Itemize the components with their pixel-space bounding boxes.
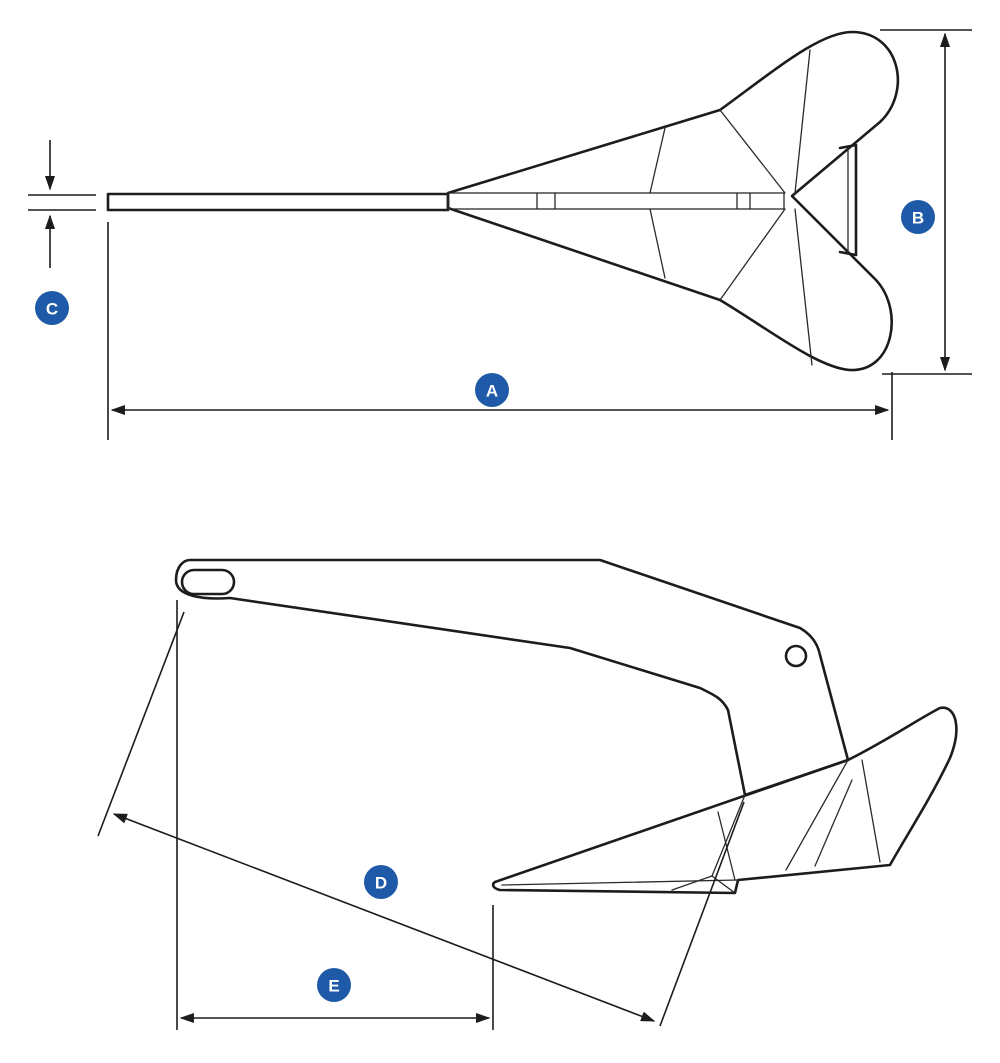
badge-a-label: A (486, 382, 498, 401)
dimension-a (107, 222, 893, 440)
dimension-e (176, 600, 494, 1030)
badge-d-label: D (375, 874, 387, 893)
anchor-shank-top (106, 192, 450, 212)
badge-e-label: E (328, 977, 339, 996)
fluke-side-detail (501, 759, 881, 894)
badge-c-label: C (46, 300, 58, 319)
badge-a: A (475, 373, 509, 407)
pivot-hole (784, 644, 808, 668)
anchor-fluke-side (491, 706, 958, 895)
badge-d: D (364, 865, 398, 899)
badge-b: B (901, 200, 935, 234)
anchor-shank-side (174, 558, 850, 797)
anchor-top-view (106, 30, 900, 372)
anchor-side-view (174, 558, 958, 895)
badge-e: E (317, 968, 351, 1002)
shackle-slot (180, 568, 236, 596)
fluke-shank-channel (447, 192, 785, 210)
fluke-facet-lines (649, 49, 813, 366)
badge-b-label: B (912, 209, 924, 228)
dimension-c (28, 140, 96, 268)
anchor-fluke-top (446, 30, 900, 372)
dimension-d (97, 611, 745, 1027)
badge-c: C (35, 291, 69, 325)
dimension-b (880, 29, 972, 375)
